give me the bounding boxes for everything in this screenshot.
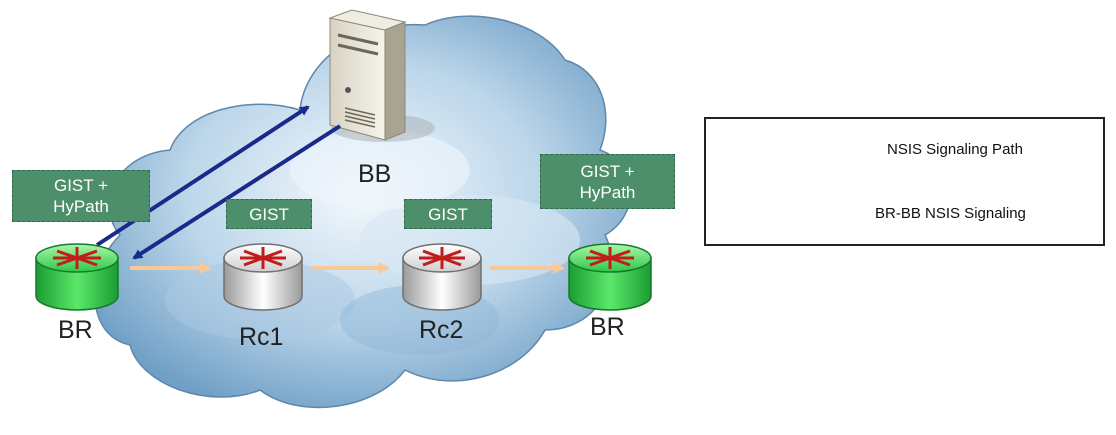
- tag-br-left: GIST + HyPath: [12, 170, 150, 222]
- legend-box: NSIS Signaling Path BR-BB NSIS Signaling: [704, 117, 1105, 246]
- router-icon-br-left: [35, 243, 119, 311]
- legend-nsis-label: NSIS Signaling Path: [887, 141, 1023, 158]
- router-icon-br-right: [568, 243, 652, 311]
- label-br-left: BR: [58, 316, 93, 344]
- arrow-br-to-bb: [95, 105, 310, 247]
- br-bb-arrows: [95, 105, 342, 260]
- tag-br-right-line2: HyPath: [579, 182, 636, 202]
- router-icon-rc1: [223, 243, 303, 311]
- tag-rc1: GIST: [226, 199, 312, 229]
- tag-br-right-line1: GIST +: [580, 161, 635, 181]
- tag-br-right: GIST + HyPath: [540, 154, 675, 209]
- server-icon: [328, 9, 435, 142]
- label-rc1: Rc1: [239, 323, 284, 351]
- label-bb: BB: [358, 160, 392, 188]
- tag-rc1-label: GIST: [249, 204, 289, 224]
- tag-rc2: GIST: [404, 199, 492, 229]
- arrow-bb-to-br: [132, 124, 342, 260]
- legend-br-bb-label: BR-BB NSIS Signaling: [875, 205, 1026, 222]
- tag-br-left-line1: GIST +: [53, 176, 108, 195]
- router-icon-rc2: [402, 243, 482, 311]
- tag-rc2-label: GIST: [428, 204, 468, 224]
- tag-br-left-line2: HyPath: [53, 197, 109, 216]
- label-rc2: Rc2: [419, 316, 464, 344]
- label-br-right: BR: [590, 313, 625, 341]
